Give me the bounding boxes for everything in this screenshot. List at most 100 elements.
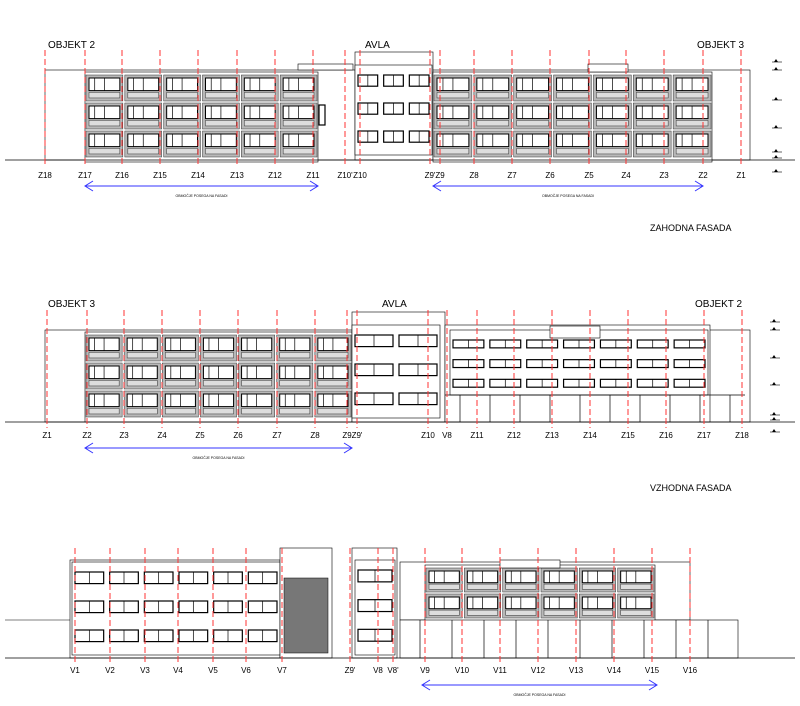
balcony-rail	[282, 92, 315, 99]
axis-label-V3: V3	[140, 666, 150, 675]
zone-label: OBMOČJE POSEGA NA FASADI	[176, 193, 228, 198]
balcony-rail	[620, 609, 652, 616]
balcony-rail	[516, 92, 549, 99]
balcony-rail	[165, 352, 196, 359]
axis-label-V7: V7	[277, 666, 287, 675]
balcony-rail	[543, 609, 575, 616]
roof-structure	[587, 63, 629, 73]
axis-label-Z7: Z7	[507, 171, 517, 180]
axis-label-V10: V10	[455, 666, 470, 675]
storefront	[399, 619, 739, 659]
balcony-rail	[467, 583, 498, 590]
axis-label-Z2: Z2	[82, 431, 92, 440]
zone-arrowhead-right	[343, 442, 353, 454]
axis-label-V1: V1	[70, 666, 80, 675]
level-marker-icon	[774, 155, 778, 158]
axis-label-Z15: Z15	[153, 171, 167, 180]
axis-label-Z10': Z10'	[337, 171, 353, 180]
balcony-rail	[596, 120, 629, 127]
axis-label-Z8: Z8	[469, 171, 479, 180]
glazed-panel	[283, 577, 329, 654]
balcony-rail	[203, 352, 234, 359]
balcony-rail	[127, 92, 159, 99]
axis-label-Z11: Z11	[470, 431, 484, 440]
axis-label-Z1: Z1	[42, 431, 52, 440]
balcony-rail	[241, 408, 272, 415]
axis-label-Z17: Z17	[697, 431, 711, 440]
axis-label-Z4: Z4	[621, 171, 631, 180]
balcony-rail	[127, 120, 159, 127]
level-marker-icon	[774, 169, 778, 172]
axis-label-Z11: Z11	[306, 171, 320, 180]
axis-label-Z1: Z1	[736, 171, 746, 180]
balcony-rail	[126, 408, 158, 415]
axis-label-Z13: Z13	[545, 431, 559, 440]
balcony-rail	[467, 609, 498, 616]
title-objekt: OBJEKT 3	[48, 299, 95, 310]
balcony-rail	[282, 120, 315, 127]
title-avla: AVLA	[382, 299, 407, 310]
zone-arrowhead-left	[84, 180, 94, 192]
axis-label-Z3: Z3	[659, 171, 669, 180]
axis-label-V13: V13	[569, 666, 584, 675]
balcony-rail	[244, 148, 276, 155]
axis-label-Z18: Z18	[38, 171, 52, 180]
axis-label-Z5: Z5	[584, 171, 594, 180]
balcony-rail	[436, 148, 470, 155]
balcony-rail	[165, 408, 196, 415]
axis-label-Z6: Z6	[233, 431, 243, 440]
balcony-rail	[675, 148, 709, 155]
level-marker-icon	[772, 412, 776, 415]
axis-label-Z17: Z17	[78, 171, 92, 180]
balcony-rail	[203, 380, 234, 387]
axis-label-Z9': Z9'	[345, 666, 356, 675]
axis-label-Z4: Z4	[157, 431, 167, 440]
window	[318, 104, 326, 126]
axis-label-V15: V15	[645, 666, 660, 675]
level-marker-icon	[774, 125, 778, 128]
zone-arrowhead-left	[432, 180, 442, 192]
balcony-rail	[476, 148, 509, 155]
balcony-rail	[428, 583, 460, 590]
balcony-rail	[126, 380, 158, 387]
balcony-rail	[516, 148, 549, 155]
axis-label-V9: V9	[420, 666, 430, 675]
balcony-rail	[505, 609, 537, 616]
objekt-facade	[71, 561, 281, 656]
axis-label-Z5: Z5	[195, 431, 205, 440]
zone-arrowhead-left	[421, 679, 431, 691]
axis-label-V5: V5	[208, 666, 218, 675]
balcony-rail	[244, 92, 276, 99]
zone-label: OBMOČJE POSEGA NA FASADI	[193, 455, 245, 460]
balcony-rail	[205, 148, 237, 155]
axis-label-Z14: Z14	[191, 171, 205, 180]
balcony-rail	[556, 148, 589, 155]
axis-label-Z9': Z9'	[425, 171, 436, 180]
level-marker-icon	[774, 149, 778, 152]
balcony-rail	[88, 92, 121, 99]
level-marker-icon	[772, 327, 776, 330]
balcony-rail	[88, 120, 121, 127]
balcony-rail	[636, 92, 669, 99]
balcony-rail	[317, 352, 349, 359]
roof-structure	[499, 559, 561, 569]
balcony-rail	[241, 352, 272, 359]
balcony-rail	[205, 120, 237, 127]
title-objekt: OBJEKT 2	[48, 40, 95, 51]
axis-label-V12: V12	[531, 666, 546, 675]
axis-label-Z2: Z2	[698, 171, 708, 180]
axis-label-Z15: Z15	[621, 431, 635, 440]
level-marker-icon	[772, 355, 776, 358]
axis-label-Z9': Z9'	[352, 431, 363, 440]
balcony-rail	[244, 120, 276, 127]
balcony-rail	[476, 92, 509, 99]
axis-label-Z14: Z14	[583, 431, 597, 440]
balcony-rail	[636, 148, 669, 155]
axis-label-Z12: Z12	[507, 431, 521, 440]
axis-label-Z13: Z13	[230, 171, 244, 180]
balcony-rail	[166, 148, 198, 155]
axis-label-Z18: Z18	[735, 431, 749, 440]
axis-label-Z6: Z6	[545, 171, 555, 180]
balcony-rail	[543, 583, 575, 590]
